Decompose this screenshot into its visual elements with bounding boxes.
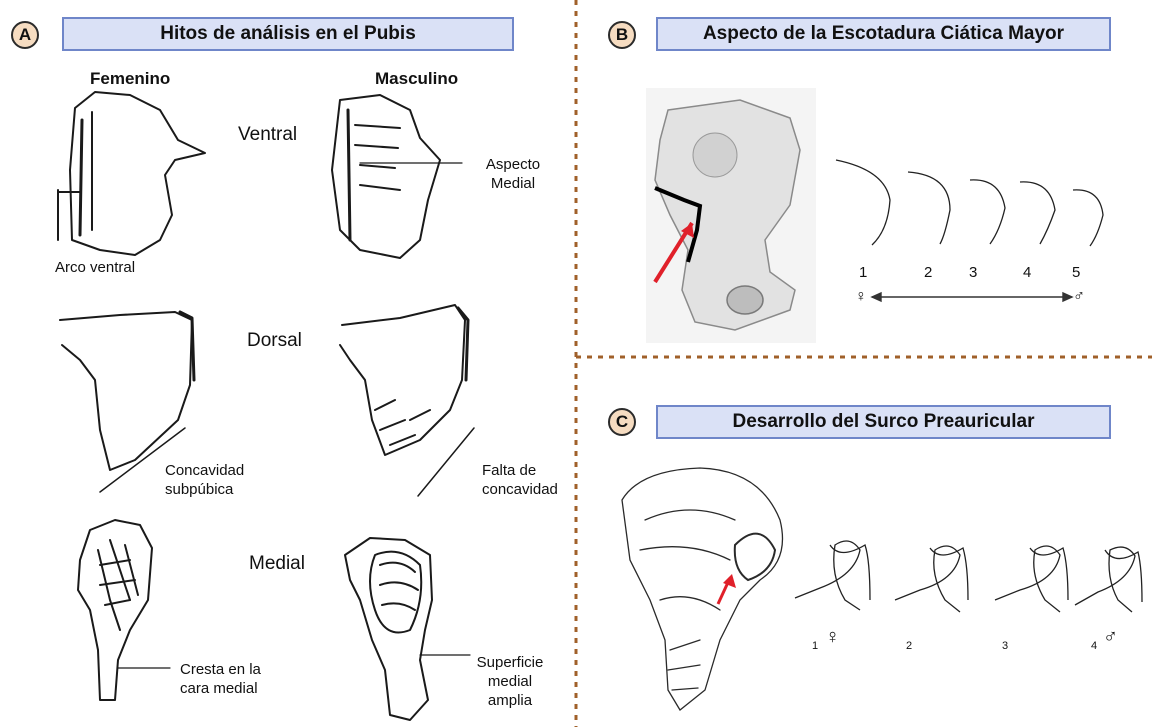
sciatic-notch-curves: [836, 160, 1103, 246]
note-falta-line-1: Falta de: [482, 461, 558, 480]
c-scale-3: 3: [1002, 637, 1008, 656]
view-label-medial: Medial: [249, 554, 305, 573]
c-female-symbol: ♀: [825, 628, 840, 647]
pubis-ventral-male-drawing: [332, 95, 462, 258]
note-aspecto-medial-line-1: Aspecto: [478, 155, 548, 174]
note-aspecto-medial: Aspecto Medial: [478, 155, 548, 193]
pubis-ventral-female-drawing: [58, 92, 205, 255]
c-scale-2: 2: [906, 637, 912, 656]
panel-a-badge: A: [11, 21, 39, 49]
pubis-medial-female-drawing: [78, 520, 170, 700]
c-pointer-arrow: [718, 574, 736, 604]
panel-c-title: Desarrollo del Surco Preauricular: [656, 405, 1111, 439]
note-aspecto-medial-line-2: Medial: [478, 174, 548, 193]
panel-a-title: Hitos de análisis en el Pubis: [62, 17, 514, 51]
view-label-dorsal: Dorsal: [247, 331, 302, 350]
c-scale-4: 4: [1091, 637, 1097, 656]
b-scale-1: 1: [859, 263, 867, 282]
pelvis-lateral-drawing: [622, 468, 783, 710]
column-header-female: Femenino: [90, 69, 170, 88]
pubis-medial-male-drawing: [345, 538, 470, 720]
panel-b-badge: B: [608, 21, 636, 49]
column-header-male: Masculino: [375, 69, 458, 88]
note-concavidad-line-2: subpúbica: [165, 480, 244, 499]
note-concavidad-subpubica: Concavidad subpúbica: [165, 461, 244, 499]
preauricular-sulcus-drawings: [795, 541, 1142, 612]
b-scale-5: 5: [1072, 263, 1080, 282]
note-superficie-line-1: Superficie: [470, 653, 550, 672]
note-falta-de-concavidad: Falta de concavidad: [482, 461, 558, 499]
note-cresta-line-1: Cresta en la: [180, 660, 261, 679]
note-superficie-line-2: medial: [470, 672, 550, 691]
pubis-dorsal-male-drawing: [340, 305, 474, 496]
view-label-ventral: Ventral: [238, 125, 297, 144]
panel-c-badge: C: [608, 408, 636, 436]
hip-bone-photo: [646, 88, 816, 343]
note-cresta-line-2: cara medial: [180, 679, 261, 698]
b-scale-arrow: [872, 293, 1072, 301]
note-concavidad-line-1: Concavidad: [165, 461, 244, 480]
b-scale-4: 4: [1023, 263, 1031, 282]
note-superficie-line-3: amplia: [470, 691, 550, 710]
note-falta-line-2: concavidad: [482, 480, 558, 499]
b-female-symbol: ♀: [855, 287, 867, 306]
note-cresta-cara-medial: Cresta en la cara medial: [180, 660, 261, 698]
c-male-symbol: ♂: [1103, 628, 1118, 647]
note-arco-ventral: Arco ventral: [55, 258, 135, 277]
panel-b-title: Aspecto de la Escotadura Ciática Mayor: [656, 17, 1111, 51]
b-male-symbol: ♂: [1073, 287, 1085, 306]
b-scale-2: 2: [924, 263, 932, 282]
c-scale-1: 1: [812, 637, 818, 656]
b-scale-3: 3: [969, 263, 977, 282]
note-superficie-medial-amplia: Superficie medial amplia: [470, 653, 550, 710]
